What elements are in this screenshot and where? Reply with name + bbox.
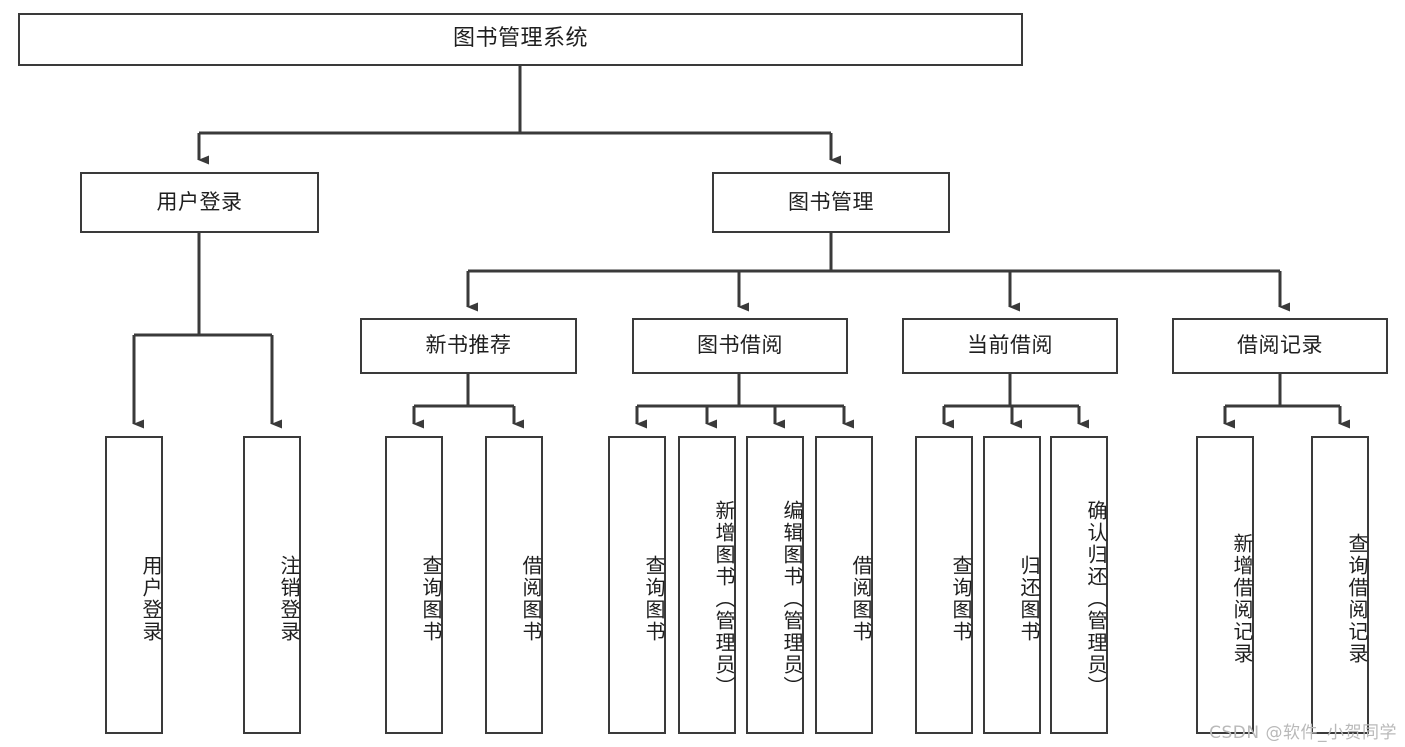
leaf-book-borrow-add[interactable]: 新增图书（管理员） [678,436,736,734]
node-book-borrow[interactable]: 图书借阅 [632,318,848,374]
node-label: 新增借阅记录 [1230,533,1254,665]
node-label: 用户登录 [139,555,163,643]
csdn-watermark: CSDN @软件_小贺同学 [1209,723,1397,743]
node-user-login[interactable]: 用户登录 [80,172,319,233]
node-label: 归还图书 [1017,555,1041,643]
node-borrow-record[interactable]: 借阅记录 [1172,318,1388,374]
node-label: 确认归还（管理员） [1084,500,1108,698]
leaf-borrow-record-query[interactable]: 查询借阅记录 [1311,436,1369,734]
node-label: 查询图书 [949,555,973,643]
leaf-book-borrow-query[interactable]: 查询图书 [608,436,666,734]
leaf-book-borrow-edit[interactable]: 编辑图书（管理员） [746,436,804,734]
leaf-current-borrow-return[interactable]: 归还图书 [983,436,1041,734]
leaf-new-book-borrow[interactable]: 借阅图书 [485,436,543,734]
leaf-user-login-logout[interactable]: 注销登录 [243,436,301,734]
node-root-book-management-system[interactable]: 图书管理系统 [18,13,1023,66]
node-label: 注销登录 [277,555,301,643]
node-label: 借阅图书 [849,555,873,643]
node-book-management[interactable]: 图书管理 [712,172,950,233]
node-label: 新增图书（管理员） [712,500,736,698]
node-label: 借阅图书 [519,555,543,643]
node-label: 借阅记录 [1237,333,1323,358]
node-label: 查询借阅记录 [1345,533,1369,665]
node-label: 查询图书 [419,555,443,643]
node-current-borrow[interactable]: 当前借阅 [902,318,1118,374]
node-label: 用户登录 [156,189,243,214]
leaf-current-borrow-query[interactable]: 查询图书 [915,436,973,734]
leaf-user-login-login[interactable]: 用户登录 [105,436,163,734]
node-label: 图书管理 [788,189,874,214]
leaf-new-book-query[interactable]: 查询图书 [385,436,443,734]
leaf-current-borrow-confirm-return[interactable]: 确认归还（管理员） [1050,436,1108,734]
leaf-borrow-record-add[interactable]: 新增借阅记录 [1196,436,1254,734]
node-label: 新书推荐 [425,333,512,358]
leaf-book-borrow-borrow[interactable]: 借阅图书 [815,436,873,734]
node-label: 当前借阅 [967,333,1053,358]
node-new-book-recommend[interactable]: 新书推荐 [360,318,577,374]
node-label: 查询图书 [642,555,666,643]
node-label: 编辑图书（管理员） [780,500,804,698]
node-label: 图书借阅 [697,333,783,358]
node-label: 图书管理系统 [452,26,588,52]
